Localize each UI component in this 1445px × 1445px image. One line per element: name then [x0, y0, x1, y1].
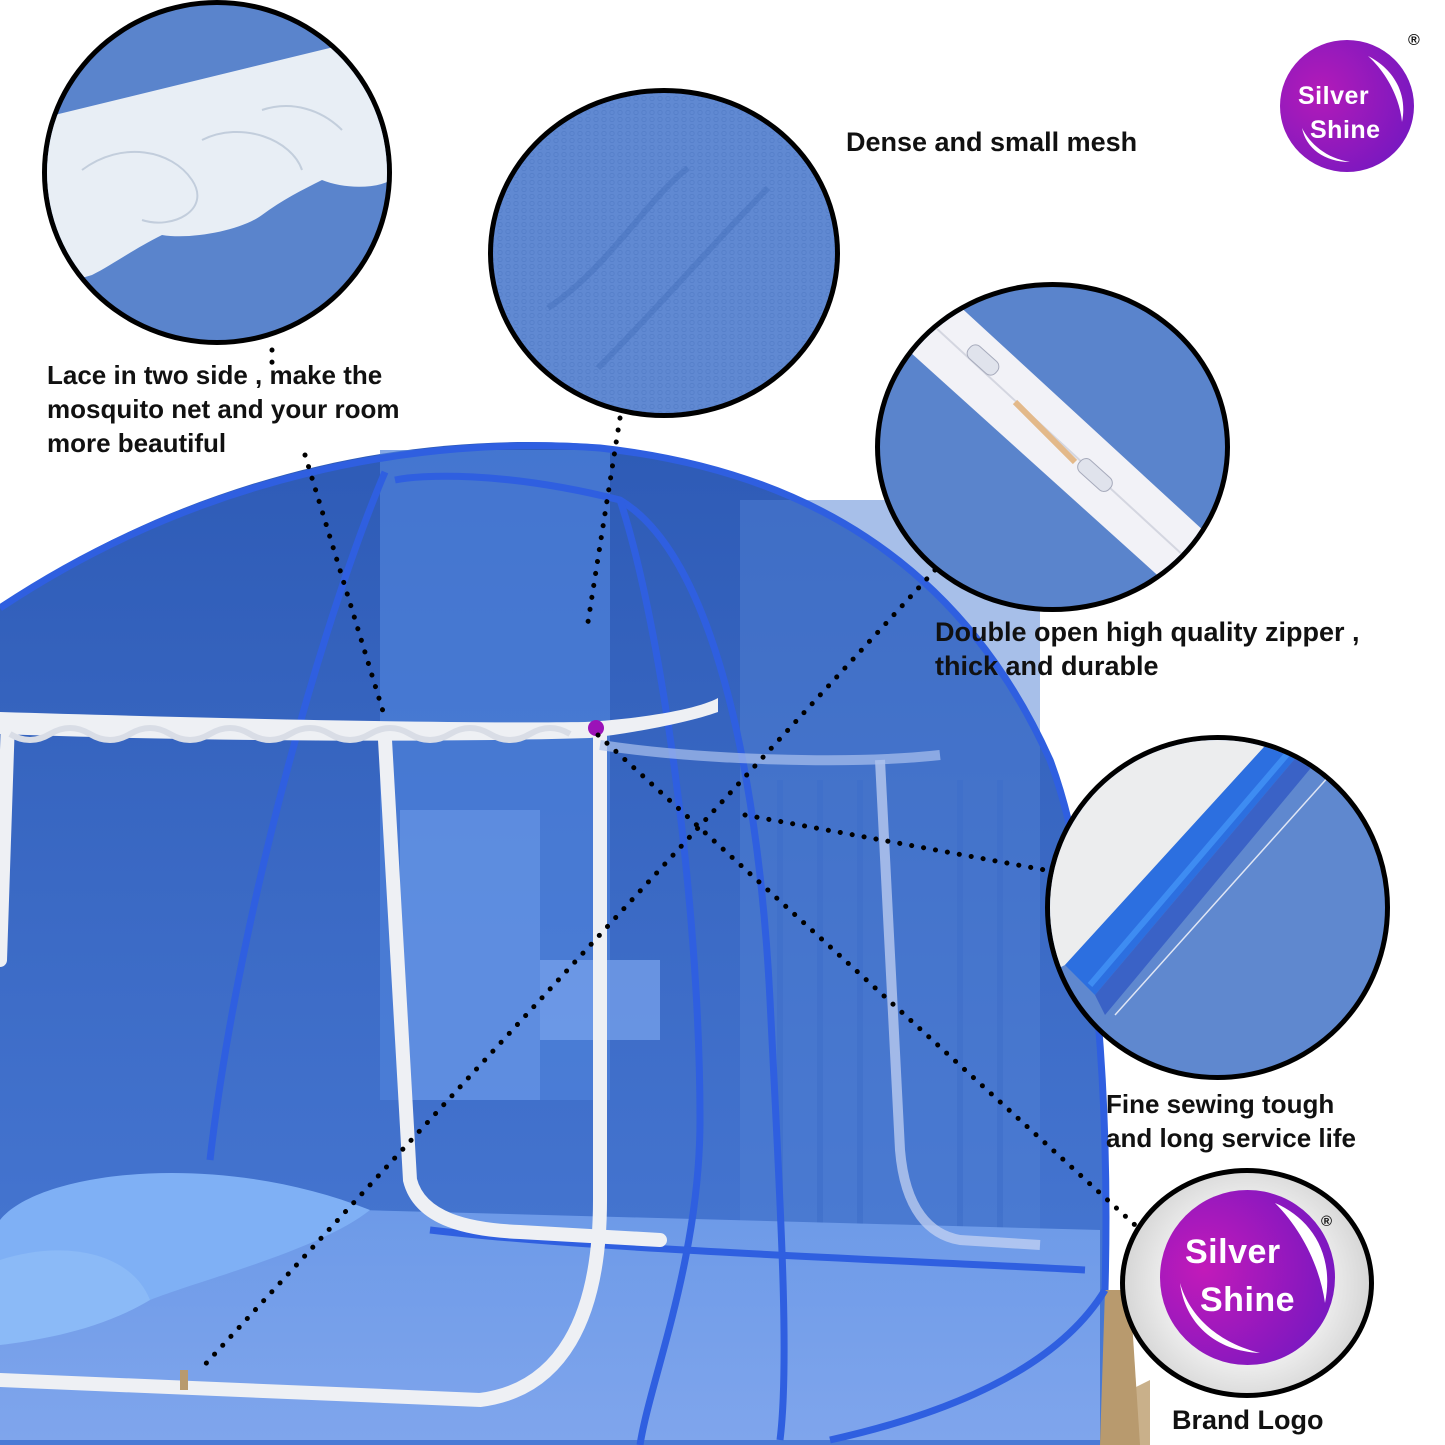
callout-zipper-line1: Double open high quality zipper , — [935, 617, 1360, 647]
sewing-detail-circle — [1045, 735, 1390, 1080]
callout-brand-logo: Brand Logo — [1172, 1403, 1323, 1437]
callout-mesh-line1: Dense and small mesh — [846, 127, 1138, 157]
brand-name-line1: Silver — [1298, 82, 1370, 110]
zipper-detail-circle — [875, 282, 1230, 612]
brand-logo-detail-circle: Silver Shine ® — [1120, 1168, 1374, 1398]
callout-zipper: Double open high quality zipper , thick … — [935, 615, 1360, 683]
callout-mesh: Dense and small mesh — [846, 125, 1137, 159]
callout-sewing-line1: Fine sewing tough — [1106, 1089, 1335, 1119]
registered-mark: ® — [1408, 32, 1420, 49]
callout-sewing-line2: and long service life — [1106, 1123, 1356, 1153]
brand-logo-badge-large — [1160, 1190, 1335, 1365]
brand-logo-badge — [1280, 40, 1414, 172]
brand-name-line2-large: Shine — [1200, 1281, 1296, 1319]
brand-name-line1-large: Silver — [1185, 1233, 1281, 1271]
mesh-detail-circle — [488, 88, 840, 418]
zipper-closeup-image — [910, 302, 1205, 582]
mesh-closeup-image — [493, 93, 835, 413]
swoosh-icon — [1302, 56, 1404, 162]
callout-lace-line3: more beautiful — [47, 428, 227, 458]
swoosh-icon — [1180, 1203, 1328, 1353]
callout-lace-line1: Lace in two side , make the — [47, 360, 383, 390]
lace-closeup-image — [47, 45, 387, 289]
callout-lace: Lace in two side , make the mosquito net… — [47, 358, 399, 460]
sewing-closeup-image — [1050, 740, 1331, 1016]
callout-sewing: Fine sewing tough and long service life — [1106, 1087, 1356, 1155]
brand-name-line2: Shine — [1310, 116, 1381, 144]
callout-zipper-line2: thick and durable — [935, 651, 1159, 681]
registered-mark-large: ® — [1321, 1213, 1333, 1230]
callout-brand-logo-line1: Brand Logo — [1172, 1405, 1324, 1435]
brand-logo-top: Silver Shine ® — [1280, 32, 1425, 172]
lace-detail-circle — [42, 0, 392, 345]
callout-lace-line2: mosquito net and your room — [47, 394, 400, 424]
